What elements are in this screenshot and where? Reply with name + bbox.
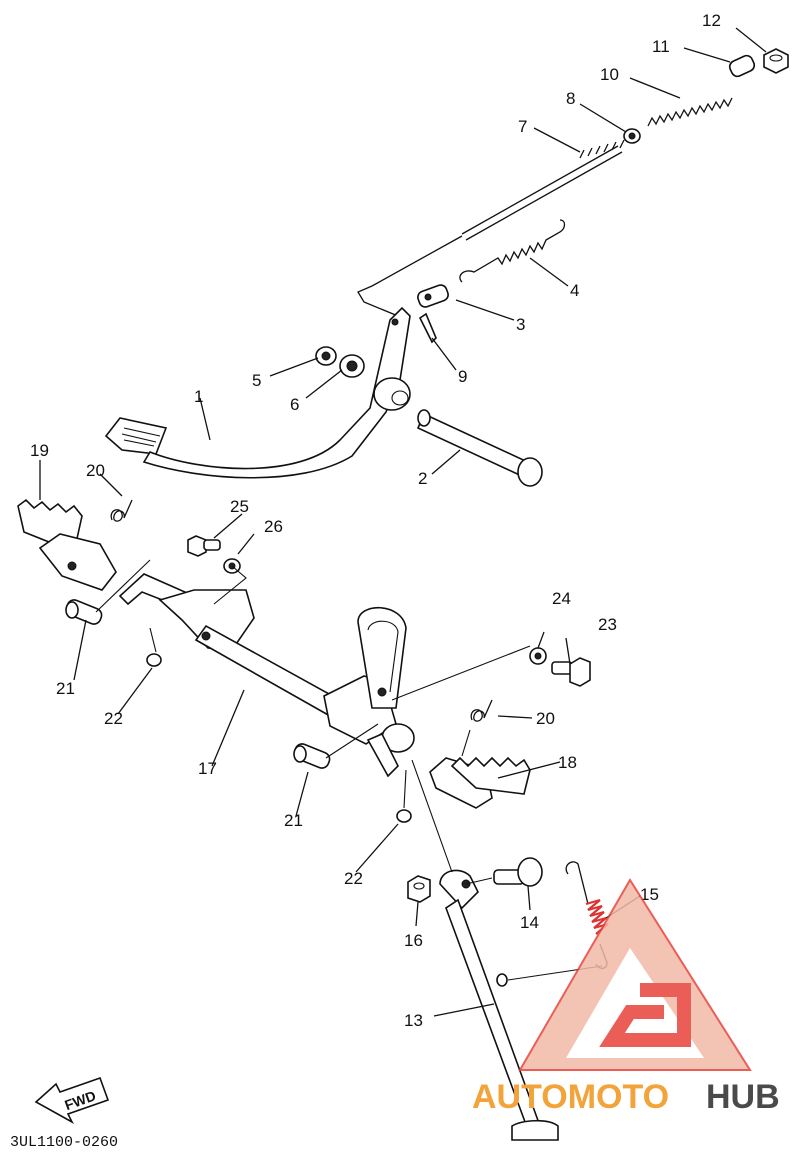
part-16-nut: [407, 875, 431, 903]
part-23-bolt: [551, 657, 591, 687]
part-1-brake-pedal: [104, 306, 411, 479]
callout-20-right: 20: [536, 709, 555, 728]
callout-4: 4: [570, 281, 579, 300]
part-21-pin-left: [65, 599, 103, 625]
part-8-washer: [623, 128, 641, 144]
part-6-washer: [339, 354, 365, 378]
callout-11: 11: [652, 37, 670, 56]
callout-2: 2: [418, 469, 427, 488]
callout-leaders: [39, 27, 767, 1017]
brake-rod-assembly: [104, 48, 789, 487]
part-5-washer: [315, 346, 337, 366]
callout-22-right: 22: [344, 869, 363, 888]
callout-10: 10: [600, 65, 619, 84]
callout-8: 8: [566, 89, 575, 108]
callout-23: 23: [598, 615, 617, 634]
callout-12: 12: [702, 11, 721, 30]
callout-18: 18: [558, 753, 577, 772]
part-3-clevis: [417, 284, 449, 308]
part-10-spring: [647, 97, 733, 127]
callout-3: 3: [516, 315, 525, 334]
callout-19: 19: [30, 441, 49, 460]
part-12-nut: [763, 48, 789, 74]
part-17-footrest-bar: [118, 573, 415, 778]
callout-22-left: 22: [104, 709, 123, 728]
callout-20-left: 20: [86, 461, 105, 480]
watermark-brand-hub: HUB: [706, 1078, 780, 1116]
callout-6: 6: [290, 395, 299, 414]
part-13-sidestand: [439, 869, 559, 1141]
part-19-footrest-left: [17, 498, 117, 591]
callout-numbers: 12 11 10 8 7 4 3 9 5 6 1 2 19 20 25 26 2…: [30, 11, 721, 1030]
part-11-joint: [728, 54, 756, 78]
part-9-cotter-pin: [418, 312, 437, 344]
footrest-bar-assembly: [17, 498, 591, 823]
callout-21-left: 21: [56, 679, 75, 698]
callout-21-right: 21: [284, 811, 303, 830]
part-20-spring-right: [470, 699, 493, 722]
callout-5: 5: [252, 371, 261, 390]
callout-26: 26: [264, 517, 283, 536]
fwd-arrow: FWD: [34, 1076, 110, 1124]
sidestand-assembly: [407, 857, 609, 1141]
callout-9: 9: [458, 367, 467, 386]
part-20-spring-left: [110, 499, 133, 522]
callout-15: 15: [640, 885, 659, 904]
watermark-text: AUTOMOTO HUB: [472, 1078, 780, 1116]
callout-13: 13: [404, 1011, 423, 1030]
part-25-bolt: [187, 535, 221, 557]
callout-16: 16: [404, 931, 423, 950]
watermark-logo: [518, 878, 752, 1071]
callout-24: 24: [552, 589, 571, 608]
part-22-clip-left: [146, 653, 162, 667]
callout-25: 25: [230, 497, 249, 516]
part-18-footrest-right: [429, 756, 531, 809]
watermark-brand-automoto: AUTOMOTO: [472, 1078, 669, 1116]
part-24-washer: [529, 647, 547, 665]
callout-7: 7: [518, 117, 527, 136]
part-14-bolt: [493, 857, 543, 887]
part-2-pivot-shaft: [416, 409, 543, 487]
part-7-brake-rod: [357, 139, 625, 317]
callout-1: 1: [194, 387, 203, 406]
part-4-spring: [459, 219, 566, 283]
callout-17: 17: [198, 759, 217, 778]
part-21-pin-right: [293, 743, 331, 769]
callout-14: 14: [520, 913, 539, 932]
part-22-clip-right: [396, 809, 412, 823]
diagram-code: 3UL1100-0260: [10, 1134, 118, 1151]
